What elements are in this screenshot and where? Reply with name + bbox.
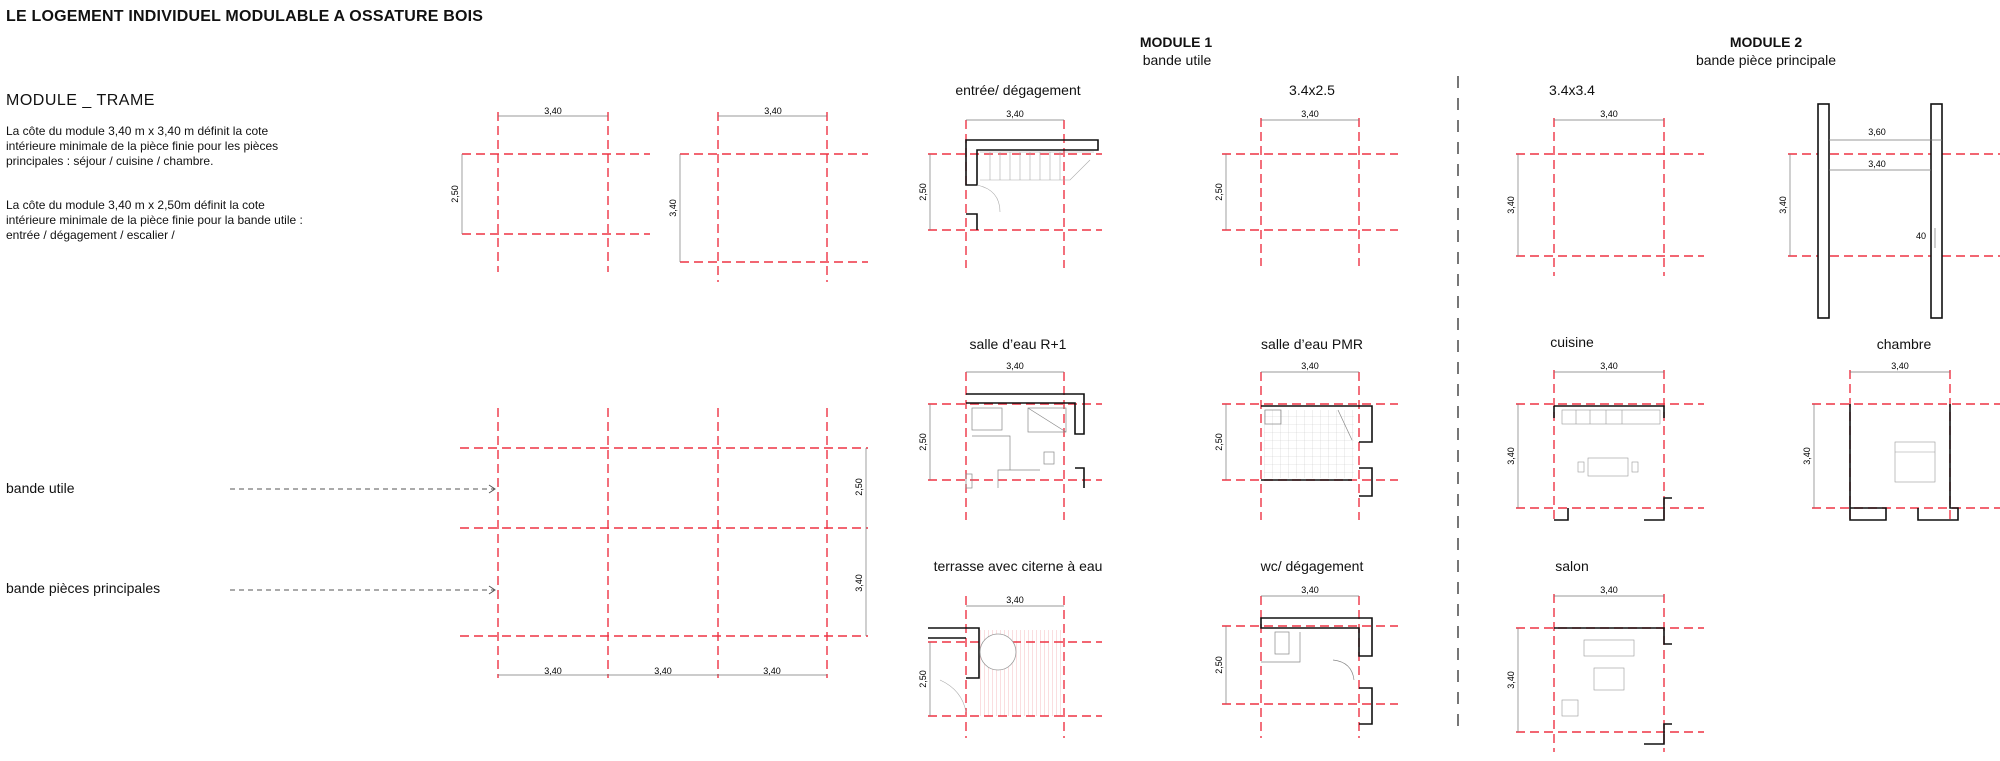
caption-chambre: chambre — [1876, 336, 1932, 352]
dim-label: 2,50 — [854, 478, 864, 496]
plan-3.4x2.5: 3,40 2,50 — [1214, 109, 1398, 266]
dim-label: 2,50 — [918, 183, 928, 201]
dim-label: 2,50 — [918, 433, 928, 451]
caption-3.4x2.5: 3.4x2.5 — [1289, 82, 1335, 98]
trame-paragraph-1: La côte du module 3,40 m x 3,40 m défini… — [6, 124, 279, 168]
dim-label: 3,40 — [1506, 671, 1516, 689]
module-1-subtitle: bande utile — [1142, 52, 1212, 68]
dim-label: 3,40 — [1891, 361, 1909, 371]
plan-salle-eau-r1: 3,40 2,50 — [918, 361, 1102, 520]
plan-entree-degagement: 3,40 2,50 — [918, 109, 1102, 268]
dim-label: 2,50 — [1214, 433, 1224, 451]
dim-label: 3,40 — [1006, 361, 1024, 371]
dim-label: 2,50 — [1214, 183, 1224, 201]
dim-label: 3,40 — [544, 666, 562, 676]
plan-wc-degagement: 3,40 2,50 — [1214, 585, 1398, 738]
caption-salon: salon — [1555, 558, 1589, 574]
dim-label: 3,40 — [1301, 361, 1319, 371]
dim-label: 40 — [1916, 231, 1926, 241]
dim-label: 3,40 — [1600, 361, 1618, 371]
module-2-subtitle: bande pièce principale — [1695, 52, 1837, 68]
plan-chambre: 3,40 3,40 — [1802, 361, 2000, 521]
plan-terrasse-citerne: 3,40 2,50 — [918, 595, 1102, 738]
dim-label: 3,40 — [1301, 109, 1319, 119]
dim-label: 2,50 — [918, 670, 928, 688]
plan-cuisine: 3,40 3,40 — [1506, 361, 1704, 521]
plan-salon: 3,40 3,40 — [1506, 585, 1704, 752]
dim-label: 3,40 — [1506, 447, 1516, 465]
dim-label: 3,40 — [1802, 447, 1812, 465]
caption-wc-degagement: wc/ dégagement — [1260, 558, 1364, 574]
dim-label: 3,40 — [1006, 109, 1024, 119]
dim-label: 3,40 — [1506, 196, 1516, 214]
dim-label: 3,40 — [1301, 585, 1319, 595]
dim-label: 2,50 — [1214, 656, 1224, 674]
trame-module-340x340: 3,40 3,40 — [668, 106, 868, 282]
trame-paragraph-2: La côte du module 3,40 m x 2,50m définit… — [6, 198, 303, 242]
caption-entree: entrée/ dégagement — [955, 82, 1081, 98]
caption-salle-eau-pmr: salle d’eau PMR — [1261, 336, 1363, 352]
plan-wall-section-detail: 3,60 3,40 40 3,40 — [1778, 103, 2000, 319]
dim-label: 3,40 — [763, 666, 781, 676]
trame-module-340x250: 3,40 2,50 — [450, 106, 650, 272]
module-2-title: MODULE 2 — [1729, 34, 1803, 50]
plan-3.4x3.4: 3,40 3,40 — [1506, 109, 1704, 276]
dim-label: 3,40 — [764, 106, 782, 116]
dim-label: 3,60 — [1868, 127, 1886, 137]
trame-grid-large: 3,40 3,40 3,40 2,50 3,40 — [460, 408, 868, 678]
dim-label: 2,50 — [450, 185, 460, 203]
module-1-title: MODULE 1 — [1139, 34, 1213, 50]
caption-cuisine: cuisine — [1550, 334, 1594, 350]
caption-salle-eau-r1: salle d’eau R+1 — [969, 336, 1067, 352]
caption-terrasse: terrasse avec citerne à eau — [933, 558, 1103, 574]
arrow-head — [488, 484, 496, 494]
label-bande-utile: bande utile — [6, 480, 75, 496]
arrow-head — [488, 585, 496, 595]
dim-label: 3,40 — [544, 106, 562, 116]
dim-label: 3,40 — [668, 199, 678, 217]
plan-salle-eau-pmr: 3,40 2,50 — [1214, 361, 1398, 520]
caption-3.4x3.4: 3.4x3.4 — [1549, 82, 1595, 98]
dim-label: 3,40 — [1600, 109, 1618, 119]
dim-label: 3,40 — [1778, 196, 1788, 214]
dim-label: 3,40 — [1868, 159, 1886, 169]
dim-label: 3,40 — [654, 666, 672, 676]
label-bande-pieces-principales: bande pièces principales — [6, 580, 161, 596]
trame-heading: MODULE _ TRAME — [6, 92, 155, 109]
dim-label: 3,40 — [1600, 585, 1618, 595]
dim-label: 3,40 — [1006, 595, 1024, 605]
dim-label: 3,40 — [854, 574, 864, 592]
page-title: LE LOGEMENT INDIVIDUEL MODULABLE A OSSAT… — [6, 8, 484, 25]
